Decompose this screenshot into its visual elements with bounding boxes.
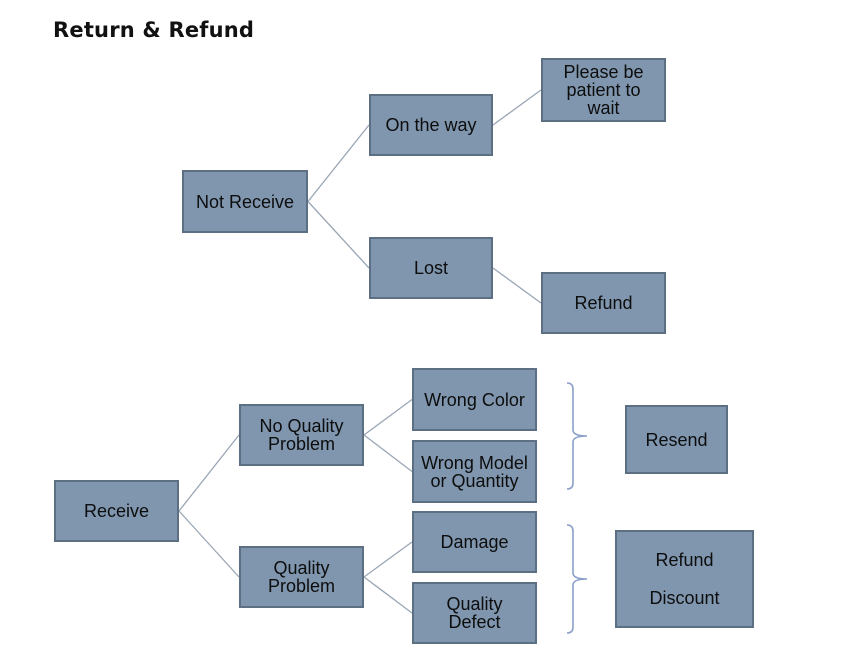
node-text-line: Problem	[267, 434, 336, 454]
node-text-line: On the way	[385, 115, 477, 135]
node-text-line: Refund	[655, 550, 714, 571]
node-text-line: Lost	[413, 258, 449, 278]
node-not-receive: Not Receive	[182, 170, 308, 233]
node-text-line: Receive	[83, 501, 150, 521]
node-text-line: Refund	[574, 293, 633, 313]
node-text-line: Wrong Color	[424, 389, 525, 410]
connector-lost-refund_top	[492, 267, 542, 304]
node-text-line: Damage	[440, 532, 509, 552]
connector-not_receive-lost	[307, 201, 370, 269]
diagram-title: Return & Refund	[53, 18, 255, 42]
node-damage: Damage	[412, 511, 537, 573]
node-text-line: Wrong Model	[421, 452, 528, 473]
node-on-the-way: On the way	[369, 94, 493, 156]
node-resend: Resend	[625, 405, 728, 474]
node-receive: Receive	[54, 480, 179, 542]
node-text-line: Quality	[446, 594, 503, 614]
node-text-line: or Quantity	[430, 470, 519, 491]
connector-not_receive-on_the_way	[307, 124, 370, 202]
brace-resend	[566, 382, 588, 490]
brace-refund-discount	[566, 524, 588, 634]
node-text-line: patient to	[566, 80, 641, 100]
node-text-line: Quality	[273, 558, 330, 578]
node-text-line: Defect	[448, 612, 501, 632]
connector-quality_problem-quality_defect	[363, 576, 413, 614]
node-text-line: wait	[587, 98, 620, 118]
node-refund-top: Refund	[541, 272, 666, 334]
connector-no_quality_problem-wrong_model	[363, 434, 413, 473]
connector-no_quality_problem-wrong_color	[363, 398, 413, 436]
node-text-line: Not Receive	[195, 191, 295, 212]
node-text-line: Please be	[563, 62, 644, 82]
node-text-line: Problem	[267, 576, 336, 596]
node-lost: Lost	[369, 237, 493, 299]
connector-on_the_way-please_wait	[492, 89, 542, 126]
node-wrong-color: Wrong Color	[412, 368, 537, 431]
node-text-line: No Quality	[259, 416, 344, 436]
connector-receive-quality_problem	[178, 510, 240, 578]
connector-receive-no_quality_problem	[178, 434, 240, 512]
connector-quality_problem-damage	[363, 541, 413, 578]
node-text-line: Discount	[649, 587, 720, 608]
node-text-line: Resend	[645, 429, 708, 450]
